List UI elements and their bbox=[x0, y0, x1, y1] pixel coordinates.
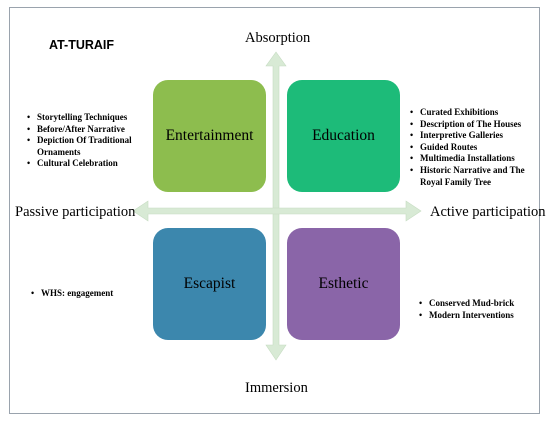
list-item: Before/After Narrative bbox=[27, 124, 145, 136]
esthetic-list: Conserved Mud-brick Modern Interventions bbox=[419, 298, 539, 321]
axis-label-immersion: Immersion bbox=[245, 380, 308, 396]
escapist-list: WHS: engagement bbox=[31, 288, 149, 300]
vertical-axis-arrow bbox=[265, 51, 287, 361]
list-item: Depiction Of Traditional Ornaments bbox=[27, 135, 145, 158]
quadrant-label-esthetic: Esthetic bbox=[318, 275, 369, 292]
list-item: Guided Routes bbox=[410, 142, 542, 154]
horizontal-axis-arrow bbox=[132, 200, 422, 222]
quadrant-education: Education bbox=[287, 80, 400, 192]
axis-label-active: Active participation bbox=[430, 204, 546, 220]
list-item: Interpretive Galleries bbox=[410, 130, 542, 142]
list-item: Modern Interventions bbox=[419, 310, 539, 322]
axis-label-absorption: Absorption bbox=[245, 30, 311, 46]
list-item: Conserved Mud-brick bbox=[419, 298, 539, 310]
list-item: Multimedia Installations bbox=[410, 153, 542, 165]
quadrant-entertainment: Entertainment bbox=[153, 80, 266, 192]
quadrant-escapist: Escapist bbox=[153, 228, 266, 340]
education-list: Curated Exhibitions Description of The H… bbox=[410, 107, 542, 188]
quadrant-label-education: Education bbox=[312, 127, 375, 144]
list-item: WHS: engagement bbox=[31, 288, 149, 300]
list-item: Curated Exhibitions bbox=[410, 107, 542, 119]
quadrant-label-escapist: Escapist bbox=[183, 275, 236, 292]
quadrant-label-entertainment: Entertainment bbox=[165, 127, 254, 144]
quadrant-esthetic: Esthetic bbox=[287, 228, 400, 340]
axis-label-passive: Passive participation bbox=[15, 204, 136, 220]
list-item: Description of The Houses bbox=[410, 119, 542, 131]
entertainment-list: Storytelling Techniques Before/After Nar… bbox=[27, 112, 145, 170]
list-item: Storytelling Techniques bbox=[27, 112, 145, 124]
list-item: Cultural Celebration bbox=[27, 158, 145, 170]
list-item: Historic Narrative and The Royal Family … bbox=[410, 165, 542, 188]
diagram-title: AT-TURAIF bbox=[49, 38, 115, 52]
